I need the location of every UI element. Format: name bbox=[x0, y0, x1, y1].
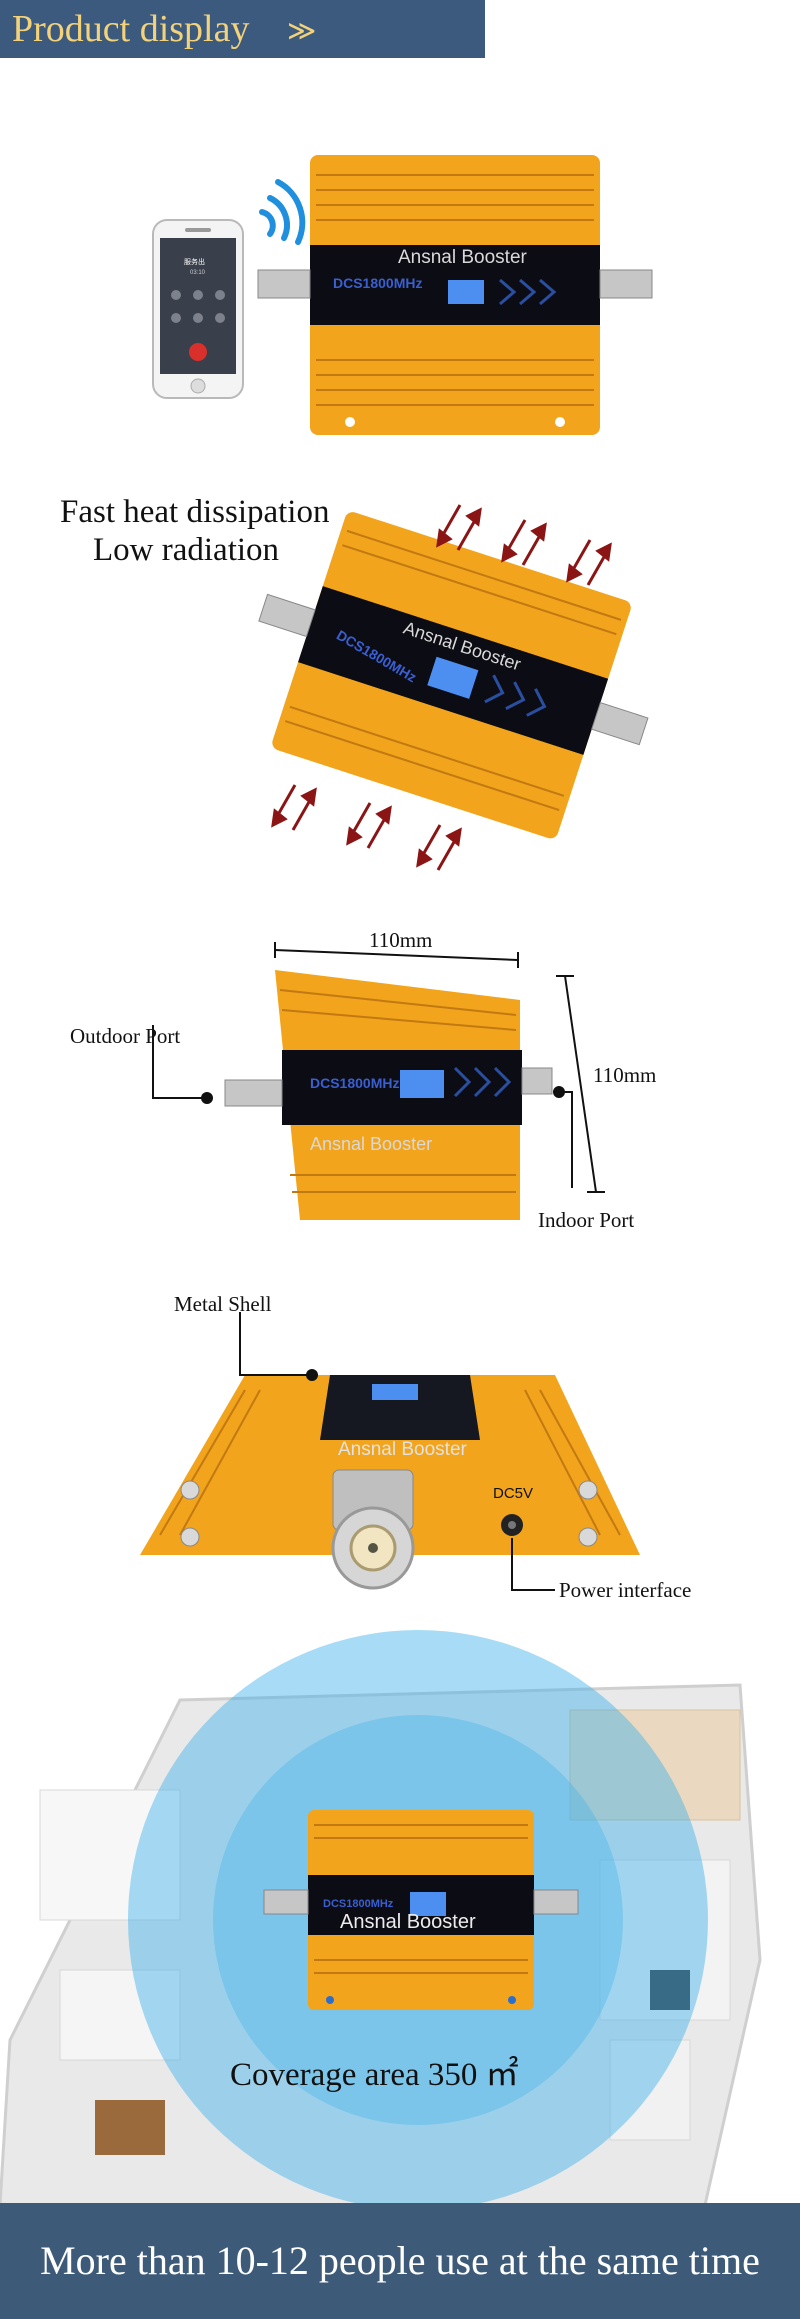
pointer-dot-icon bbox=[239, 1312, 555, 1591]
heat-arrow-icon bbox=[271, 504, 612, 871]
booster-device-front bbox=[257, 155, 653, 435]
phone-icon bbox=[152, 219, 244, 399]
device-brand: Ansnal Booster bbox=[310, 1134, 432, 1154]
device-model: DCS1800MHz bbox=[310, 1075, 399, 1091]
dimension-illustration: Ansnal Booster DCS1800MHz bbox=[152, 942, 605, 1220]
phone-caller: 服务出 bbox=[184, 257, 205, 266]
wifi-signal-icon bbox=[259, 179, 306, 245]
footer-text: More than 10-12 people use at the same t… bbox=[40, 2238, 760, 2283]
header-banner: Product display ≫ bbox=[0, 0, 485, 58]
device-brand: Ansnal Booster bbox=[398, 247, 528, 268]
power-interface-label: Power interface bbox=[559, 1578, 692, 1602]
chevron-double-right-icon: ≫ bbox=[286, 16, 317, 48]
heat-illustration: Ansnal Booster DCS1800MHz bbox=[258, 504, 649, 871]
booster-device-center bbox=[263, 1810, 579, 2010]
device-brand: Ansnal Booster bbox=[340, 1911, 476, 1933]
outdoor-port-label: Outdoor Port bbox=[70, 1024, 181, 1048]
dc-label: DC5V bbox=[493, 1485, 533, 1502]
booster-device-tilted bbox=[258, 512, 649, 839]
pointer-dot-icon bbox=[152, 1025, 573, 1188]
page-title: Product display bbox=[12, 8, 250, 50]
height-label: 110mm bbox=[593, 1063, 657, 1087]
coverage-illustration: DCS1800MHz Ansnal Booster bbox=[0, 1630, 762, 2205]
device-brand: Ansnal Booster bbox=[338, 1439, 468, 1460]
booster-device-top bbox=[140, 1375, 640, 1590]
width-label: 110mm bbox=[369, 928, 433, 952]
product-hero: 服务出 03:10 Ansnal Booster DCS1800MHz bbox=[152, 155, 653, 435]
dimension-line-icon bbox=[274, 942, 605, 1193]
feature-line-2: Low radiation bbox=[93, 532, 280, 568]
metal-shell-label: Metal Shell bbox=[174, 1292, 272, 1316]
indoor-port-label: Indoor Port bbox=[538, 1208, 635, 1232]
feature-line-1: Fast heat dissipation bbox=[60, 494, 330, 530]
footer-banner: More than 10-12 people use at the same t… bbox=[0, 2203, 800, 2319]
device-model: DCS1800MHz bbox=[333, 275, 422, 291]
booster-device-side bbox=[224, 970, 553, 1220]
device-model: DCS1800MHz bbox=[323, 1898, 394, 1910]
phone-time: 03:10 bbox=[190, 270, 206, 276]
shell-illustration: Ansnal Booster DC5V bbox=[140, 1312, 640, 1591]
coverage-label: Coverage area 350 ㎡ bbox=[230, 2057, 519, 2093]
